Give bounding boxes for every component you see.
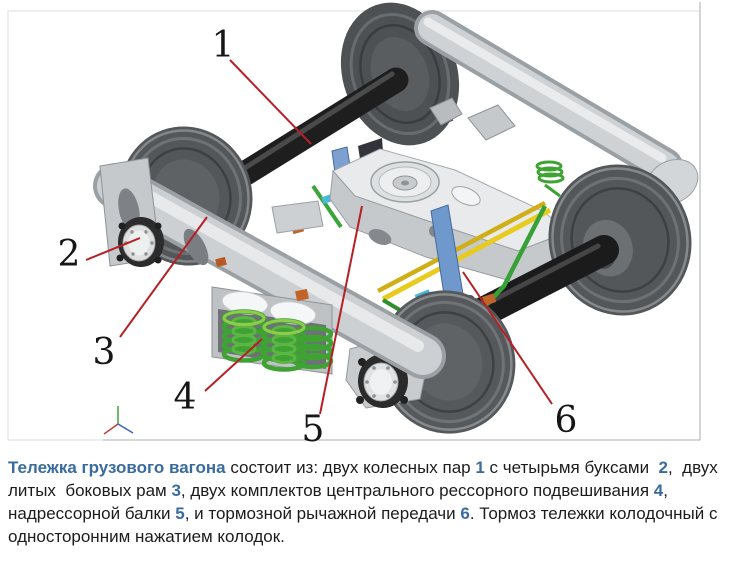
caption-ref-number: 5	[175, 504, 185, 523]
callout-number-3: 3	[93, 332, 116, 373]
caption-text: . Тормоз тележки колодочный с	[469, 504, 718, 523]
brackets-left	[215, 256, 309, 302]
leader-line-1	[229, 59, 312, 145]
center-bowl-icon	[370, 161, 440, 203]
caption-ref-number: 4	[653, 481, 664, 500]
caption-text: состоит из: двух колесных пар	[225, 458, 476, 477]
caption-text: ,	[663, 481, 668, 500]
caption-ref-number: 2	[658, 458, 668, 477]
leader-line-2	[85, 237, 141, 261]
caption-line: надрессорной балки 5, и тормозной рычажн…	[8, 502, 750, 525]
caption-text: с четырьмя буксами	[484, 458, 659, 477]
bogie-figure: 1 2 3 4 5 6	[7, 2, 701, 450]
springs-right	[535, 160, 565, 198]
coordinate-triad-icon	[103, 406, 134, 435]
caption-term: Тележка грузового вагона	[8, 458, 226, 477]
caption-text: надрессорной балки	[8, 504, 176, 523]
callout-layer: 1 2 3 4 5 6	[58, 25, 578, 450]
caption-line: литых боковых рам 3, двух комплектов цен…	[8, 479, 750, 502]
caption: Тележка грузового вагона состоит из: дву…	[8, 456, 750, 548]
bolster	[271, 148, 573, 284]
callout-number-5: 5	[302, 409, 325, 450]
leader-line-6	[462, 271, 553, 405]
side-frame-right	[414, 10, 699, 205]
caption-line: Тележка грузового вагона состоит из: дву…	[8, 456, 750, 479]
leader-line-3	[119, 216, 208, 338]
callout-number-4: 4	[174, 377, 197, 418]
caption-line: односторонним нажатием колодок.	[8, 525, 750, 548]
caption-text: , двух комплектов центрального рессорног…	[180, 481, 654, 500]
caption-text: , и тормозной рычажной передачи	[184, 504, 461, 523]
leader-line-5	[319, 205, 363, 415]
caption-ref-number: 1	[475, 458, 485, 477]
springs-central	[221, 309, 334, 372]
caption-ref-number: 6	[460, 504, 470, 523]
caption-text: , двух	[668, 458, 718, 477]
callout-number-1: 1	[212, 25, 235, 66]
caption-ref-number: 3	[171, 481, 181, 500]
axle-box-rear	[116, 217, 164, 267]
bogie-illustration: 1 2 3 4 5 6	[7, 2, 701, 450]
callout-number-2: 2	[58, 234, 81, 275]
caption-text: литых боковых рам	[8, 481, 172, 500]
caption-text: односторонним нажатием колодок.	[8, 527, 285, 546]
callout-number-6: 6	[555, 400, 578, 441]
leader-line-4	[204, 338, 263, 392]
